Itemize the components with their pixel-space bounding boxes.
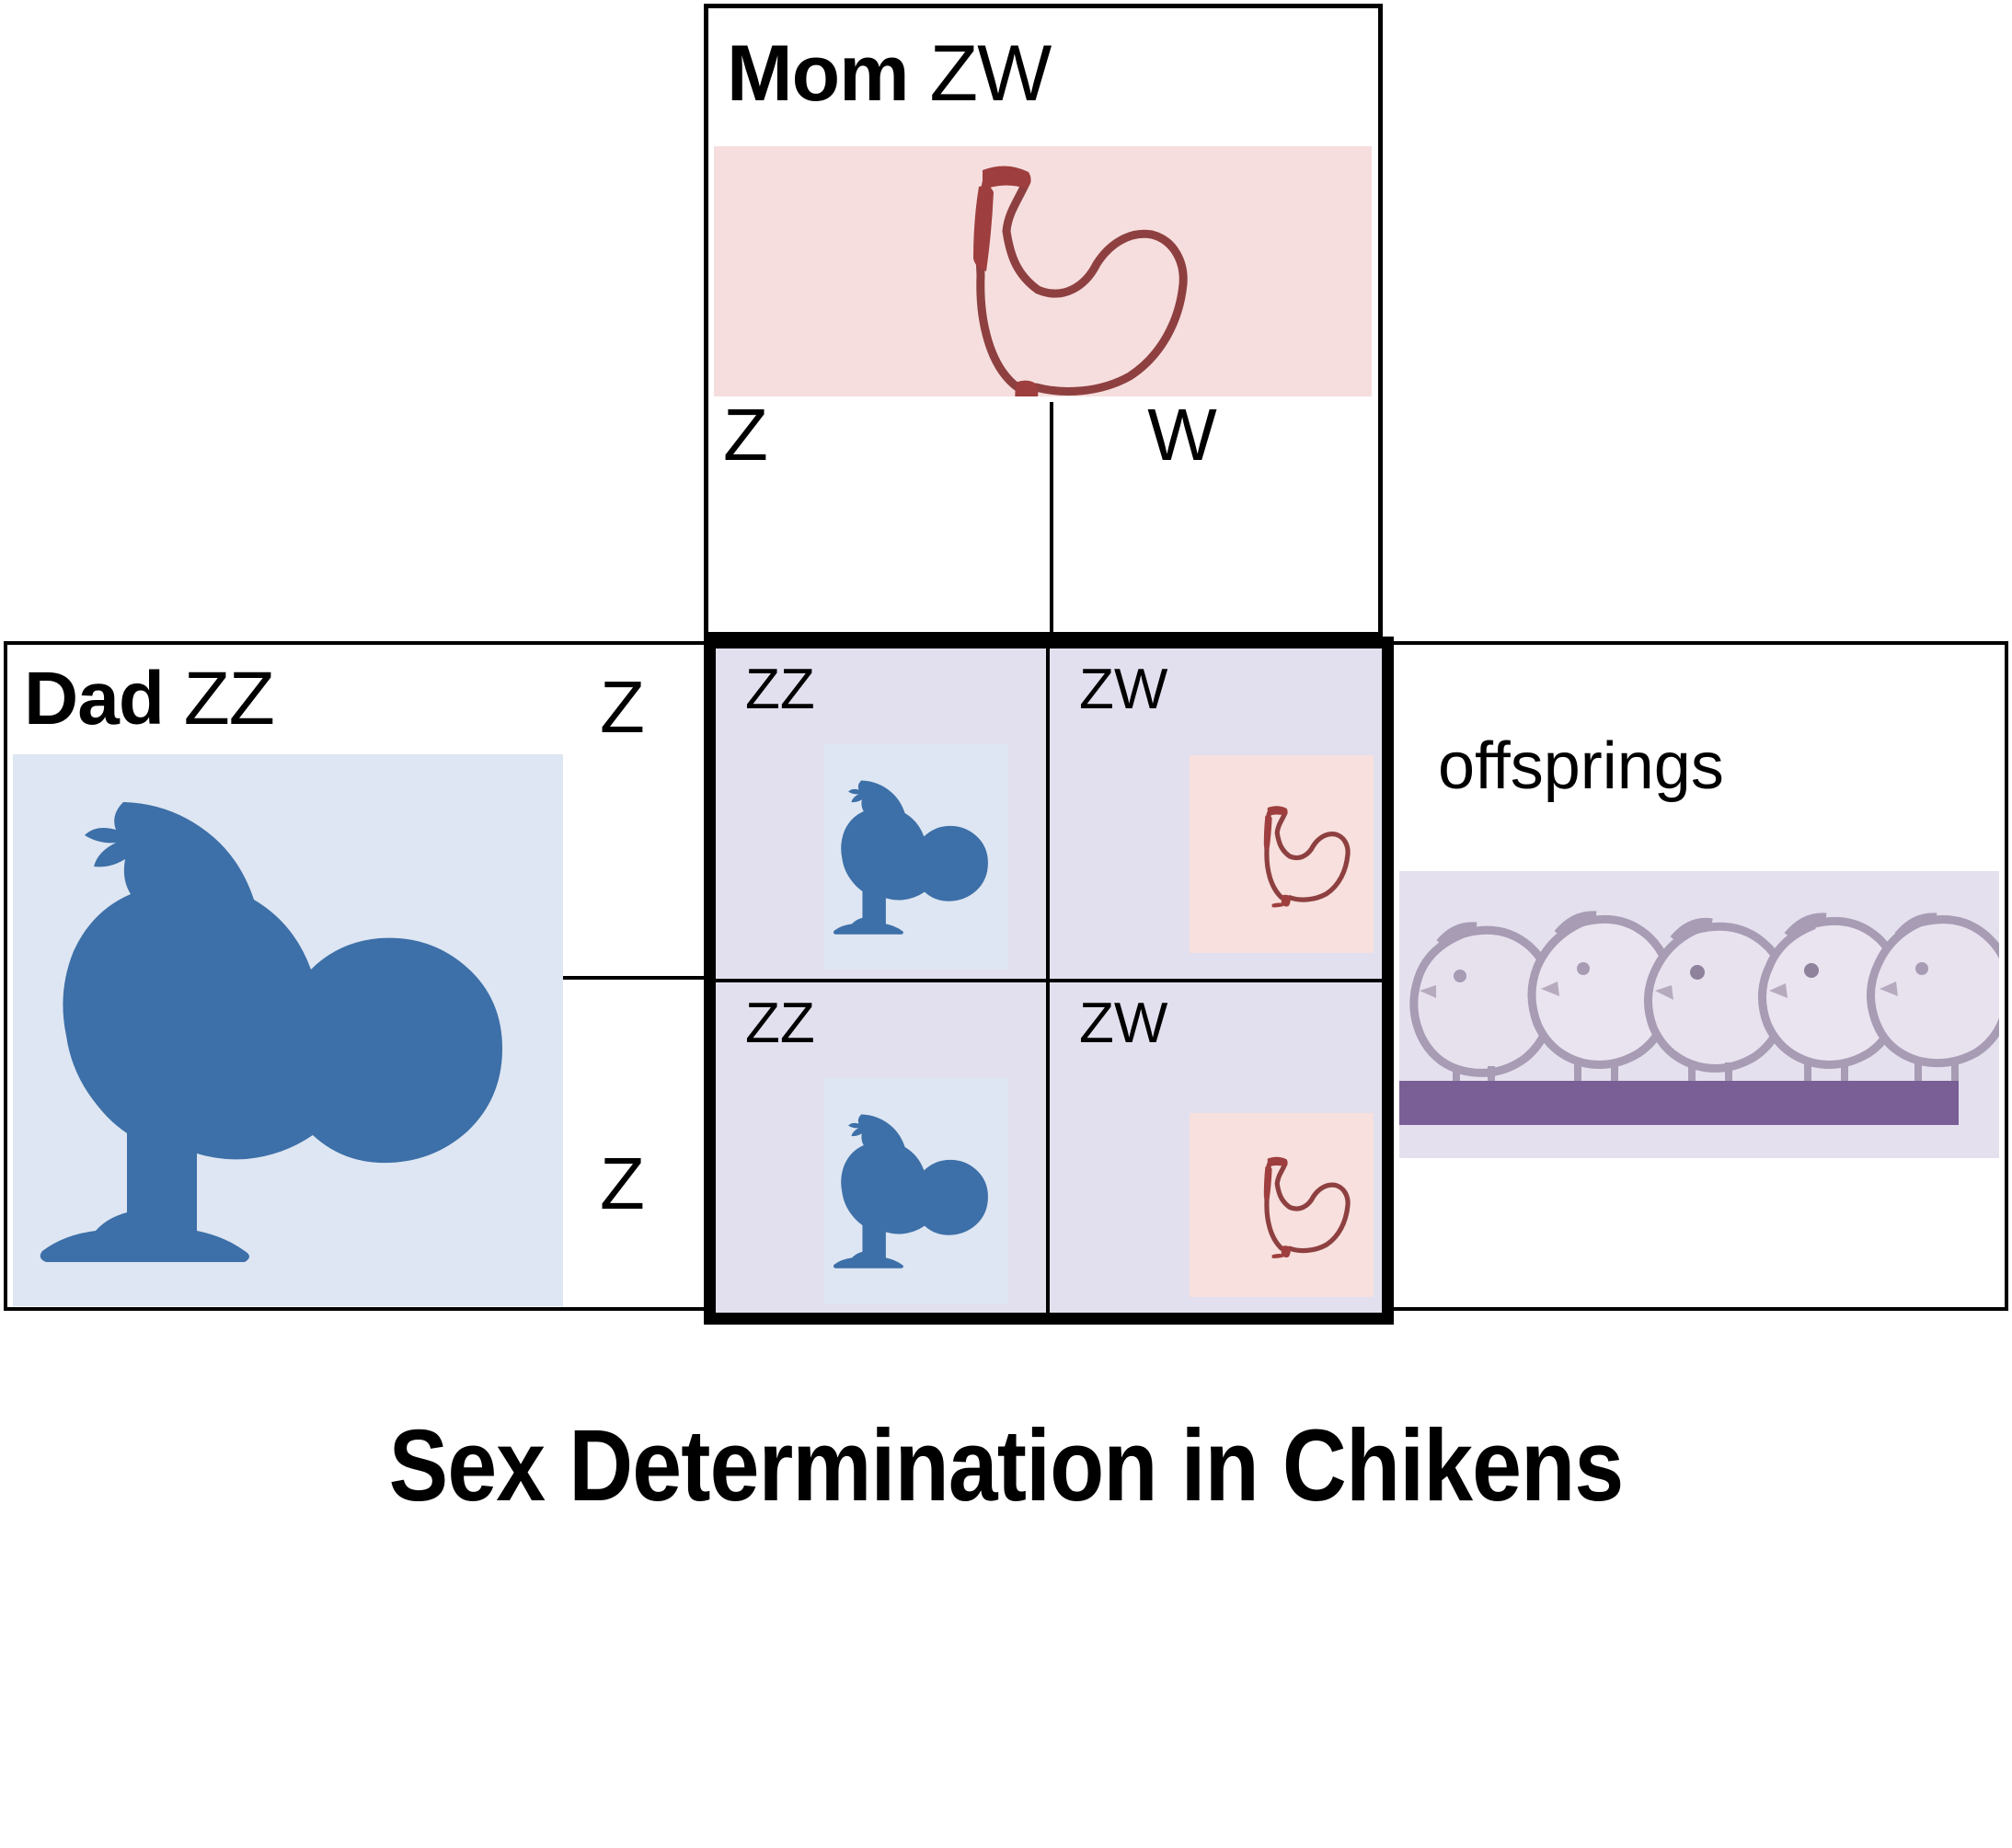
diagram-title: Sex Determination in Chikens xyxy=(388,1409,1625,1522)
mom-label-genotype: ZW xyxy=(929,29,1052,118)
punnett-horizontal-divider xyxy=(716,979,1382,982)
mom-parent-box: Mom ZW Z W xyxy=(704,4,1383,645)
mom-hen-image xyxy=(714,146,1372,396)
mom-gamete-divider xyxy=(1050,402,1053,645)
mom-gamete-z: Z xyxy=(723,394,768,476)
rooster-silhouette-icon xyxy=(824,1078,1008,1303)
dad-rooster-image xyxy=(13,754,563,1306)
offsprings-label: offsprings xyxy=(1438,729,1724,803)
punnett-cell-genotype: ZW xyxy=(1079,992,1168,1055)
punnett-cell-genotype: ZZ xyxy=(745,658,815,721)
dad-parent-box: Dad ZZ xyxy=(4,641,567,1311)
mom-gamete-w: W xyxy=(1147,394,1217,476)
punnett-cell-zw-female-bottom[interactable]: ZW xyxy=(1050,982,1382,1313)
dad-gamete-divider xyxy=(563,976,704,980)
punnett-cell-genotype: ZW xyxy=(1079,658,1168,721)
offsprings-box: offsprings xyxy=(1394,641,2008,1311)
dad-label-genotype: ZZ xyxy=(183,657,275,740)
mom-label-bold: Mom xyxy=(727,29,910,118)
hen-outline-icon xyxy=(973,166,1188,396)
offsprings-chicks-image xyxy=(1399,871,1999,1158)
hen-outline-icon xyxy=(1190,1113,1374,1297)
dad-gamete-column: Z Z xyxy=(563,641,707,1311)
mom-label: Mom ZW xyxy=(727,29,1052,120)
punnett-cell-zz-male-bottom[interactable]: ZZ xyxy=(716,982,1046,1313)
dad-label-bold: Dad xyxy=(24,657,165,740)
dad-label: Dad ZZ xyxy=(24,656,275,742)
punnett-square: ZZ ZW ZZ xyxy=(704,637,1394,1325)
punnett-cell-genotype: ZZ xyxy=(745,992,815,1055)
chicks-on-perch-icon xyxy=(1399,871,1999,1158)
rooster-silhouette-icon xyxy=(40,802,502,1262)
punnett-cell-zz-male-top[interactable]: ZZ xyxy=(716,649,1046,979)
rooster-silhouette-icon xyxy=(824,744,1008,970)
hen-outline-icon xyxy=(1190,755,1374,953)
dad-gamete-z-bottom: Z xyxy=(600,1142,645,1224)
punnett-cell-zw-female-top[interactable]: ZW xyxy=(1050,649,1382,979)
dad-gamete-z-top: Z xyxy=(600,666,645,748)
